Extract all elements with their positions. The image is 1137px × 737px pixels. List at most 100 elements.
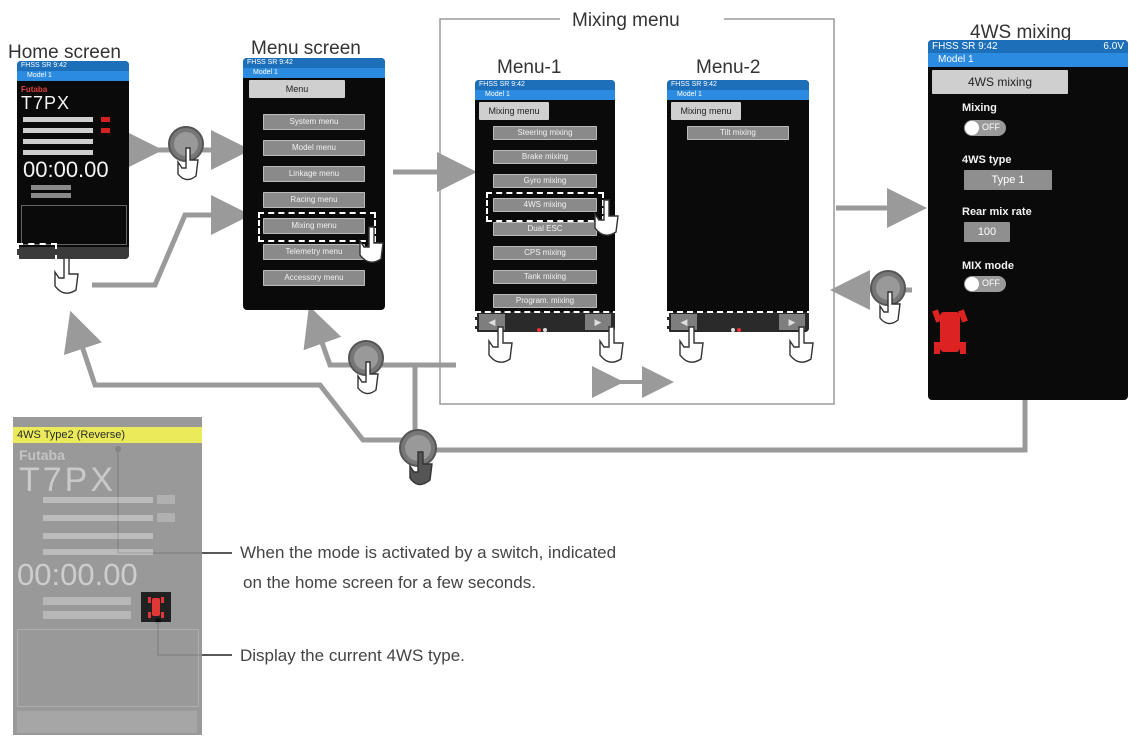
tap-gesture-icon-11: [398, 428, 442, 499]
menu-header-tab: Menu: [249, 80, 345, 98]
home-large-product: T7PX: [19, 461, 117, 499]
home-large-timer: 00:00.00: [17, 557, 138, 592]
home-large-channel-list: [17, 629, 199, 707]
menu2-device: FHSS SR 9:42 Model 1 Mixing menu Tilt mi…: [667, 80, 809, 332]
menu2-next-page-button[interactable]: ▶: [779, 314, 805, 330]
menu1-model-bar: Model 1: [475, 90, 615, 100]
4ws-return-line: [412, 400, 1028, 453]
tap-gesture-icon-8: [787, 325, 823, 374]
home-screen-large: 4WS Type2 (Reverse) Futaba T7PX 00:00.00: [13, 417, 202, 735]
4ws-type-label: 4WS type: [962, 154, 1012, 166]
home-trim-bar-2: [23, 128, 93, 133]
tilt-mixing-button[interactable]: Tilt mixing: [687, 126, 789, 140]
4ws-status-bar: FHSS SR 9:42 6.0V: [928, 40, 1128, 53]
home-timer-bar-2: [31, 193, 71, 198]
4ws-status-text: FHSS SR 9:42: [932, 41, 998, 52]
home-trim-bar-1: [23, 117, 93, 122]
menu1-page-dots: [537, 319, 551, 332]
home-large-trim-1: [43, 497, 153, 503]
home-channel-list: [21, 205, 127, 245]
home-large-brand: Futaba: [19, 447, 65, 463]
switch-note-line2: on the home screen for a few seconds.: [243, 573, 536, 592]
menu1-header-tab: Mixing menu: [479, 102, 549, 120]
cps-mixing-button[interactable]: CPS mixing: [493, 246, 597, 260]
4ws-type-banner: 4WS Type2 (Reverse): [13, 427, 202, 443]
home-bottom-bar: [17, 247, 129, 259]
4ws-header-tab: 4WS mixing: [932, 70, 1068, 94]
home-menu-button-highlight[interactable]: [17, 243, 57, 261]
4ws-voltage: 6.0V: [1103, 41, 1124, 52]
menu2-status-bar: FHSS SR 9:42: [667, 80, 809, 90]
gyro-mixing-button[interactable]: Gyro mixing: [493, 174, 597, 188]
home-large-timer-bar-2: [43, 611, 131, 619]
home-product: T7PX: [21, 93, 71, 113]
mix-mode-toggle[interactable]: OFF: [964, 276, 1006, 292]
tap-gesture-icon-10: [870, 270, 910, 337]
menu1-status-bar: FHSS SR 9:42: [475, 80, 615, 90]
home-large-trim-3: [43, 533, 153, 539]
mixing-menu-frame: [439, 18, 835, 405]
menu1-nav-highlight: [475, 311, 619, 335]
label-menu2: Menu-2: [696, 57, 761, 78]
tap-gesture-icon-6: [597, 325, 633, 374]
tap-gesture-icon-3: [357, 225, 393, 274]
steering-mixing-button[interactable]: Steering mixing: [493, 126, 597, 140]
model-menu-button[interactable]: Model menu: [263, 140, 365, 156]
4ws-mixing-highlight: [486, 192, 604, 222]
dual-esc-button[interactable]: Dual ESC: [493, 222, 597, 236]
system-menu-button[interactable]: System menu: [263, 114, 365, 130]
menu1-next-page-button[interactable]: ▶: [585, 314, 611, 330]
home-large-chip-2: [157, 513, 175, 522]
home-large-trim-4: [43, 549, 153, 555]
accessory-menu-button[interactable]: Accessory menu: [263, 270, 365, 286]
4ws-mixing-button[interactable]: 4WS mixing: [493, 198, 597, 212]
tap-gesture-icon-9: [348, 340, 388, 407]
telemetry-menu-button[interactable]: Telemetry menu: [263, 244, 365, 260]
home-trim-bar-3: [23, 139, 93, 144]
mixing-toggle-text: OFF: [982, 122, 1000, 132]
home-trim-chip-2: [101, 128, 110, 133]
menu-screen-device: FHSS SR 9:42 Model 1 Menu System menu Mo…: [243, 58, 385, 310]
4ws-type-indicator: [141, 592, 171, 622]
racing-menu-button[interactable]: Racing menu: [263, 192, 365, 208]
label-4ws-mixing: 4WS mixing: [970, 22, 1072, 43]
label-home-screen: Home screen: [8, 42, 121, 63]
mix-mode-toggle-text: OFF: [982, 278, 1000, 288]
brake-mixing-button[interactable]: Brake mixing: [493, 150, 597, 164]
mixing-toggle-knob: [965, 121, 979, 135]
mixing-menu-highlight: [258, 212, 376, 242]
tap-gesture-icon-2: [52, 256, 88, 305]
home-status-bar: FHSS SR 9:42: [17, 61, 129, 71]
menu2-nav-highlight: [667, 311, 813, 335]
linkage-menu-button[interactable]: Linkage menu: [263, 166, 365, 182]
4ws-model-bar: Model 1: [928, 53, 1128, 67]
home-timer: 00:00.00: [23, 157, 109, 182]
home-large-bottom-bar: [17, 711, 197, 733]
home-model-bar: Model 1: [17, 71, 129, 81]
tank-mixing-button[interactable]: Tank mixing: [493, 270, 597, 284]
rear-mix-rate-value[interactable]: 100: [964, 222, 1010, 242]
car-4ws-icon: [932, 309, 968, 354]
menu2-model-bar: Model 1: [667, 90, 809, 100]
menu2-prev-page-button[interactable]: ◀: [671, 314, 697, 330]
tap-gesture-icon-5: [486, 325, 522, 374]
menu2-page-dots: [731, 319, 745, 332]
rear-mix-rate-label: Rear mix rate: [962, 206, 1032, 218]
label-menu1: Menu-1: [497, 57, 562, 78]
home-trim-chip-1: [101, 117, 110, 122]
switch-note-line1: When the mode is activated by a switch, …: [240, 543, 617, 562]
mixing-label: Mixing: [962, 102, 997, 114]
type-note: Display the current 4WS type.: [240, 646, 465, 665]
4ws-type-value[interactable]: Type 1: [964, 170, 1052, 190]
menu1-prev-page-button[interactable]: ◀: [479, 314, 505, 330]
mixing-menu-button[interactable]: Mixing menu: [263, 218, 365, 234]
home-brand: Futaba: [21, 85, 48, 94]
home-to-menu-arrow: [92, 195, 251, 288]
tap-gesture-icon-7: [677, 325, 713, 374]
home-large-timer-bar-1: [43, 597, 131, 605]
program-mixing-button[interactable]: Program. mixing: [493, 294, 597, 308]
mixing-toggle[interactable]: OFF: [964, 120, 1006, 136]
menu1-nav-bar: ◀ ▶: [475, 312, 615, 332]
mix-mode-label: MIX mode: [962, 260, 1014, 272]
menu2-nav-bar: ◀ ▶: [667, 312, 809, 332]
